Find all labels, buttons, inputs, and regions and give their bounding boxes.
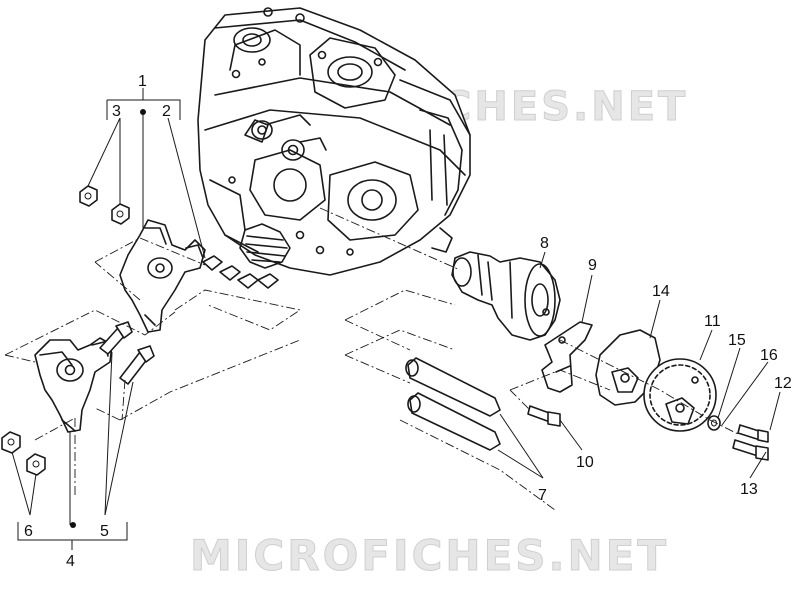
- bolt-10: [527, 405, 561, 427]
- camshaft: [451, 251, 561, 341]
- callout-5: 5: [100, 523, 109, 540]
- retaining-plate: [541, 321, 593, 393]
- leader-lines: [11, 88, 781, 550]
- adjusting-screw-5b: [119, 345, 155, 385]
- nut-6b: [26, 453, 46, 476]
- cylinder-head: [197, 7, 471, 276]
- callout-1: 1: [138, 73, 147, 90]
- callout-labels: 1 3 2 8 9 14 11 15 16 12 10 13 7 6 5 4: [24, 73, 792, 570]
- rocker-arm-upper: [119, 219, 206, 333]
- assembly-guide-lines: [4, 207, 741, 511]
- watermark-bottom: MICROFICHES.NET: [190, 531, 669, 580]
- rocker-arm-lower: [34, 337, 113, 433]
- bolt-13: [732, 439, 769, 461]
- callout-10: 10: [576, 454, 594, 471]
- valve-keepers: [202, 255, 279, 289]
- washer: [707, 415, 721, 431]
- valve-springs: [239, 114, 327, 269]
- cam-sprocket: [643, 358, 717, 432]
- nut-3b: [111, 203, 130, 225]
- callout-2: 2: [162, 103, 171, 120]
- callout-12: 12: [774, 375, 792, 392]
- callout-8: 8: [540, 235, 549, 252]
- adjusting-screw-5a: [99, 321, 133, 355]
- nut-3a: [79, 185, 98, 207]
- callout-7: 7: [538, 487, 547, 504]
- nut-6a: [1, 431, 21, 454]
- callout-11: 11: [704, 313, 721, 330]
- callout-13: 13: [740, 481, 758, 498]
- rocker-pin-b: [407, 392, 501, 451]
- callout-15: 15: [728, 332, 746, 349]
- callout-16: 16: [760, 347, 778, 364]
- callout-6: 6: [24, 523, 33, 540]
- rocker-pin-a: [405, 357, 501, 417]
- callout-3: 3: [112, 103, 121, 120]
- callout-14: 14: [652, 283, 670, 300]
- callout-4: 4: [66, 553, 75, 570]
- callout-9: 9: [588, 257, 597, 274]
- bolt-12: [737, 424, 769, 443]
